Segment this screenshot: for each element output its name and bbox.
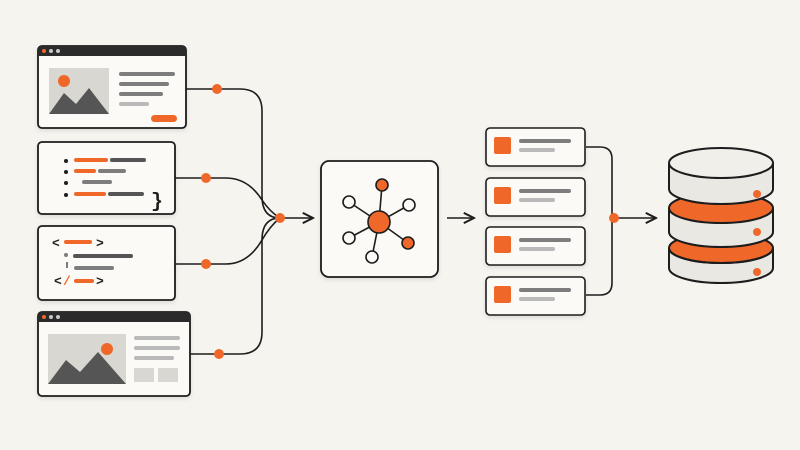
- window-dot: [56, 49, 60, 53]
- text-line: [119, 102, 149, 106]
- record-card: [485, 177, 586, 217]
- image-icon: [48, 334, 126, 384]
- connector-dot: [201, 259, 211, 269]
- code-line: [98, 169, 126, 173]
- record-list: [485, 127, 586, 316]
- connector-line: [175, 177, 281, 219]
- source-card-web-page: [37, 45, 187, 129]
- record-icon: [494, 286, 511, 303]
- connector-line: [186, 88, 281, 219]
- record-card: [485, 226, 586, 266]
- text-line: [119, 82, 169, 86]
- record-icon: [494, 236, 511, 253]
- close-tag-glyph: >: [96, 236, 104, 251]
- record-icon: [494, 187, 511, 204]
- code-line: [82, 180, 112, 184]
- connector-dots: [201, 84, 285, 359]
- connector-dot: [609, 213, 619, 223]
- text-line: [119, 92, 163, 96]
- slash-glyph: /: [63, 274, 71, 289]
- window-titlebar: [38, 312, 190, 322]
- source-card-web-page: [37, 311, 191, 397]
- processor-node: [320, 160, 439, 278]
- open-tag-glyph: <: [54, 274, 62, 289]
- source-card-code: }: [37, 141, 176, 215]
- network-hub-icon: [342, 178, 416, 264]
- code-line: [74, 192, 106, 196]
- connector-line: [175, 217, 281, 265]
- connector-dot: [214, 349, 224, 359]
- close-tag-glyph: >: [96, 274, 104, 289]
- text-line: [119, 72, 175, 76]
- window-titlebar: [38, 46, 186, 56]
- image-icon: [49, 68, 109, 114]
- connector-dot: [212, 84, 222, 94]
- record-connector: [586, 146, 656, 296]
- code-line: [110, 158, 146, 162]
- connector-line: [190, 217, 281, 355]
- source-card-markup: < > < / >: [37, 225, 176, 301]
- button-shape: [151, 115, 177, 122]
- merge-dot: [275, 213, 285, 223]
- record-card: [485, 127, 586, 167]
- code-line: [74, 169, 96, 173]
- code-line: [108, 192, 144, 196]
- database-icon: [668, 147, 774, 284]
- connector-dot: [201, 173, 211, 183]
- code-line: [74, 158, 108, 162]
- close-brace-glyph: }: [151, 191, 163, 214]
- record-card: [485, 276, 586, 316]
- window-dot: [49, 49, 53, 53]
- window-dot: [42, 49, 46, 53]
- source-connectors: [175, 88, 313, 355]
- open-tag-glyph: <: [52, 236, 60, 251]
- record-icon: [494, 137, 511, 154]
